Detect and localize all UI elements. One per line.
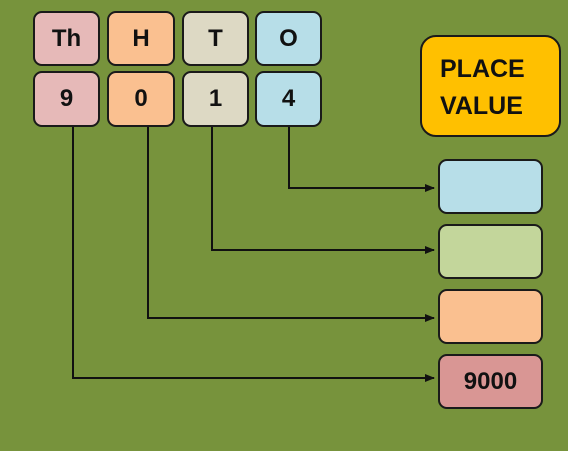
- tens-digit: 1: [182, 71, 249, 127]
- hundreds-arrow: [147, 127, 435, 322]
- thousands-result-box: 9000: [438, 354, 543, 409]
- place-value-label: PLACE VALUE: [420, 35, 561, 137]
- hundreds-header: H: [107, 11, 175, 66]
- thousands-header: Th: [33, 11, 100, 66]
- ones-header: O: [255, 11, 322, 66]
- ones-result-box: [438, 159, 543, 214]
- place-value-line1: PLACE: [440, 55, 525, 83]
- ones-digit: 4: [255, 71, 322, 127]
- hundreds-digit: 0: [107, 71, 175, 127]
- hundreds-result-box: [438, 289, 543, 344]
- place-value-line2: VALUE: [440, 92, 523, 120]
- thousands-digit: 9: [33, 71, 100, 127]
- tens-arrow: [211, 127, 435, 254]
- ones-arrow: [288, 127, 435, 192]
- thousands-arrow: [72, 127, 435, 382]
- tens-header: T: [182, 11, 249, 66]
- tens-result-box: [438, 224, 543, 279]
